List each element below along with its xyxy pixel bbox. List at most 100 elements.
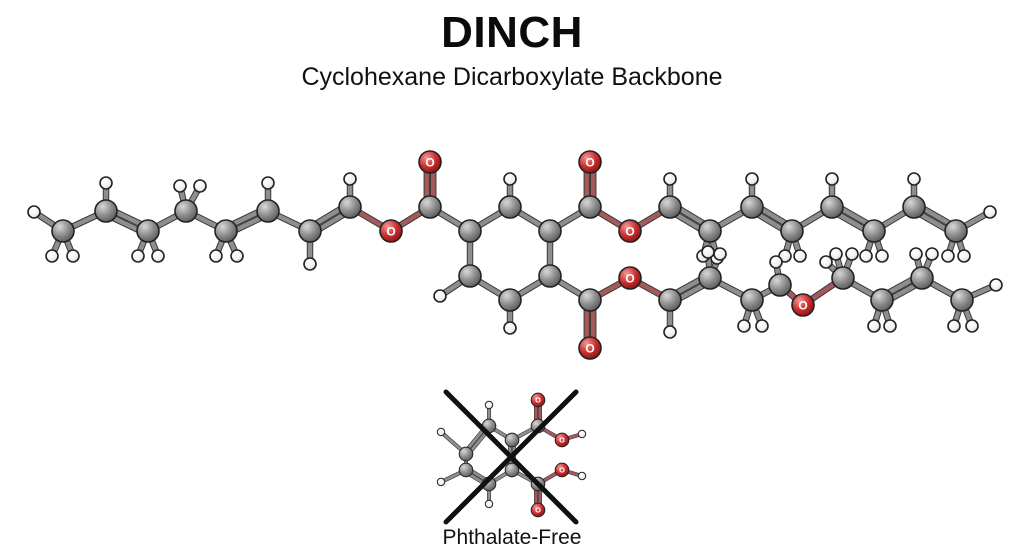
dinch-hydrogen-atom [193, 179, 207, 193]
dinch-carbon-atom [950, 288, 974, 312]
dinch-hydrogen-atom [433, 289, 447, 303]
dinch-oxygen-label: O [625, 271, 634, 285]
dinch-hydrogen-atom [941, 249, 955, 263]
dinch-hydrogen-atom [503, 172, 517, 186]
dinch-hydrogen-atom [663, 325, 677, 339]
dinch-carbon-atom [418, 195, 442, 219]
dinch-hydrogen-atom [230, 249, 244, 263]
dinch-carbon-atom [458, 264, 482, 288]
dinch-hydrogen-atom [737, 319, 751, 333]
molecule-subtitle: Cyclohexane Dicarboxylate Backbone [301, 63, 723, 91]
dinch-hydrogen-atom [663, 172, 677, 186]
dinch-hydrogen-atom [713, 247, 727, 261]
dinch-carbon-atom [780, 219, 804, 243]
dinch-hydrogen-atom [983, 205, 997, 219]
dinch-carbon-atom [498, 288, 522, 312]
dinch-hydrogen-atom [209, 249, 223, 263]
dinch-hydrogen-atom [883, 319, 897, 333]
dinch-hydrogen-atom [947, 319, 961, 333]
dinch-carbon-atom [498, 195, 522, 219]
dinch-oxygen-label: O [585, 341, 594, 355]
dinch-oxygen-label: O [425, 155, 434, 169]
dinch-oxygen-label: O [386, 224, 395, 238]
dinch-hydrogen-atom [701, 245, 715, 259]
dinch-hydrogen-atom [829, 247, 843, 261]
dinch-hydrogen-atom [503, 321, 517, 335]
phthalate-free-caption: Phthalate-Free [442, 526, 582, 549]
phthalate-carbon-atom [504, 462, 520, 478]
dinch-hydrogen-atom [819, 255, 833, 269]
dinch-hydrogen-atom [261, 176, 275, 190]
phthalate-oxygen-label: O [535, 396, 541, 405]
dinch-carbon-atom [902, 195, 926, 219]
dinch-oxygen-atom: O [578, 150, 602, 174]
phthalate-oxygen-atom: O [530, 392, 546, 408]
dinch-carbon-atom [862, 219, 886, 243]
dinch-carbon-atom [298, 219, 322, 243]
phthalate-hydrogen-atom [484, 499, 494, 509]
phthalate-oxygen-label: O [559, 466, 565, 475]
dinch-oxygen-label: O [585, 155, 594, 169]
phthalate-carbon-atom [504, 432, 520, 448]
phthalate-oxygen-atom: O [530, 502, 546, 518]
phthalate-oxygen-label: O [559, 436, 565, 445]
dinch-carbon-atom [538, 264, 562, 288]
dinch-oxygen-atom: O [618, 266, 642, 290]
dinch-hydrogen-atom [957, 249, 971, 263]
dinch-hydrogen-atom [66, 249, 80, 263]
dinch-hydrogen-atom [45, 249, 59, 263]
dinch-hydrogen-atom [27, 205, 41, 219]
dinch-carbon-atom [174, 199, 198, 223]
dinch-carbon-atom [820, 195, 844, 219]
phthalate-oxygen-label: O [535, 506, 541, 515]
dinch-carbon-atom [578, 288, 602, 312]
dinch-carbon-atom [51, 219, 75, 243]
dinch-oxygen-atom: O [418, 150, 442, 174]
dinch-carbon-atom [740, 288, 764, 312]
dinch-hydrogen-atom [859, 249, 873, 263]
dinch-hydrogen-atom [343, 172, 357, 186]
cross-line-2 [443, 389, 579, 525]
dinch-carbon-atom [136, 219, 160, 243]
dinch-hydrogen-atom [907, 172, 921, 186]
dinch-oxygen-atom: O [379, 219, 403, 243]
dinch-carbon-atom [658, 195, 682, 219]
dinch-hydrogen-atom [965, 319, 979, 333]
dinch-oxygen-label: O [625, 224, 634, 238]
dinch-oxygen-atom: O [791, 293, 815, 317]
dinch-hydrogen-atom [745, 172, 759, 186]
dinch-hydrogen-atom [769, 255, 783, 269]
phthalate-carbon-atom [458, 462, 474, 478]
phthalate-hydrogen-atom [436, 477, 446, 487]
phthalate-carbon-atom [458, 446, 474, 462]
dinch-hydrogen-atom [825, 172, 839, 186]
dinch-carbon-atom [944, 219, 968, 243]
dinch-hydrogen-atom [131, 249, 145, 263]
phthalate-hydrogen-atom [484, 400, 494, 410]
dinch-hydrogen-atom [793, 249, 807, 263]
dinch-carbon-atom [256, 199, 280, 223]
dinch-hydrogen-atom [151, 249, 165, 263]
dinch-hydrogen-atom [303, 257, 317, 271]
dinch-carbon-atom [831, 266, 855, 290]
dinch-carbon-atom [698, 219, 722, 243]
dinch-carbon-atom [578, 195, 602, 219]
phthalate-hydrogen-atom [577, 429, 587, 439]
dinch-hydrogen-atom [755, 319, 769, 333]
dinch-carbon-atom [870, 288, 894, 312]
dinch-hydrogen-atom [99, 176, 113, 190]
dinch-carbon-atom [94, 199, 118, 223]
dinch-hydrogen-atom [909, 247, 923, 261]
dinch-carbon-atom [658, 288, 682, 312]
cross-out-icon [443, 389, 579, 525]
dinch-oxygen-atom: O [618, 219, 642, 243]
dinch-oxygen-label: O [798, 298, 807, 312]
dinch-carbon-atom [768, 273, 792, 297]
phthalate-oxygen-atom: O [554, 432, 570, 448]
dinch-carbon-atom [214, 219, 238, 243]
dinch-hydrogen-atom [925, 247, 939, 261]
molecule-title: DINCH [441, 8, 583, 57]
dinch-carbon-atom [740, 195, 764, 219]
dinch-hydrogen-atom [845, 247, 859, 261]
